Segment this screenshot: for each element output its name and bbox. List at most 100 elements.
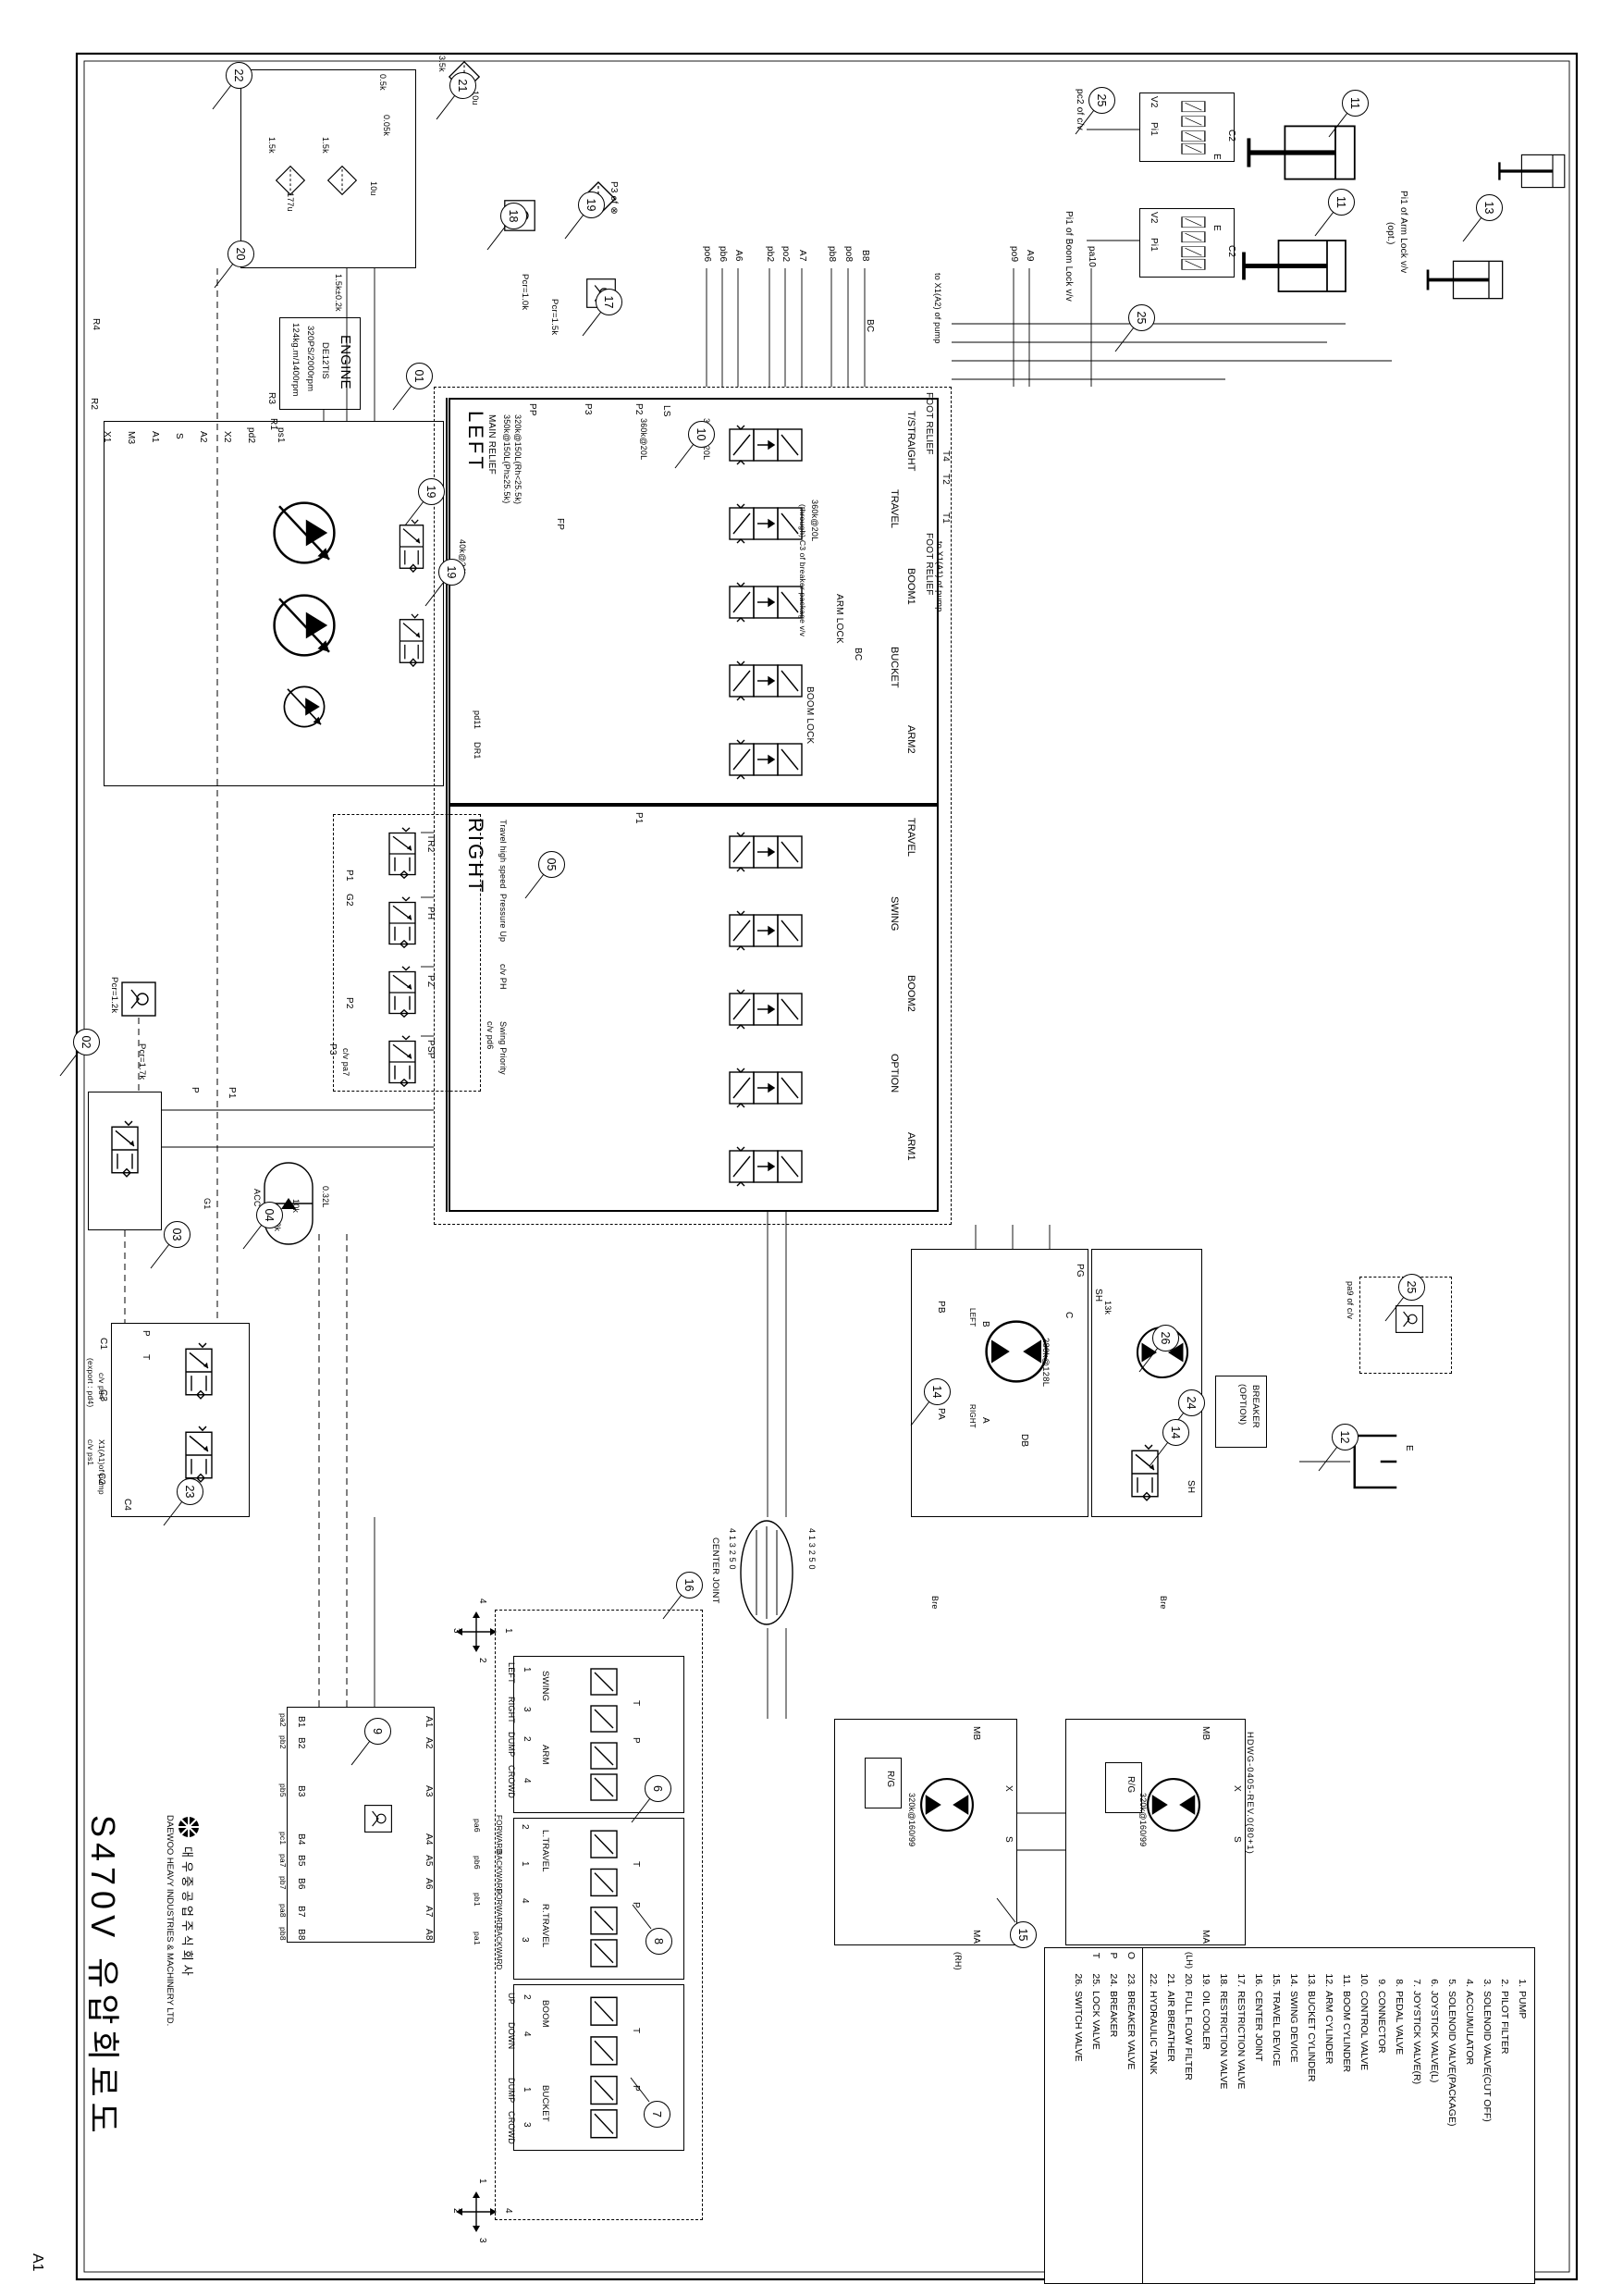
callout-19: 19 — [418, 478, 445, 505]
ann-p3: P3 — [327, 1043, 338, 1055]
cv-spool-arm2 — [717, 738, 809, 781]
ann-a: A — [980, 1417, 991, 1424]
ann-a6: A6 — [733, 250, 744, 262]
ann-po9: po9 — [1009, 246, 1020, 263]
ann-dr1: DR1 — [472, 742, 482, 759]
ann-up: UP — [506, 1993, 516, 2005]
ann-through-c3-of-breaker-package-v-v: (through) C3 of breaker package v/v — [797, 504, 807, 637]
travel-motor-1 — [918, 1776, 976, 1833]
legend-item-boom-cylinder: 11.BOOM CYLINDER — [1338, 1948, 1356, 2283]
callout-01: 01 — [406, 363, 433, 389]
legend-item-number: 19. — [1200, 1973, 1212, 1987]
ann-foot-relief: FOOT RELIEF — [924, 533, 935, 596]
pedal-spools — [583, 1827, 624, 1970]
legend-item-pedal-valve: 8.PEDAL VALVE — [1391, 1948, 1408, 2283]
ann-pp: PP — [527, 403, 538, 416]
legend-item-label: RESTRICTION VALVE — [1236, 1991, 1248, 2090]
ann-b7: B7 — [296, 1906, 307, 1918]
ann-breaker: BREAKER — [1250, 1385, 1261, 1428]
solenoid-cutoff-1 — [180, 1341, 217, 1402]
ann-pcr-1-5k: Pcr=1.5k — [549, 299, 560, 336]
ann-p: P — [631, 1737, 642, 1744]
callout-leader — [436, 94, 456, 120]
cv-section-travel: TRAVEL — [889, 489, 900, 528]
ann-124kg-m-1400rpm: 124kg.m/1400rpm — [290, 323, 301, 397]
ann-0-05k: 0.05k — [381, 115, 391, 137]
callout-leader — [150, 1243, 170, 1269]
legend-item-oil-cooler: 19. OIL COOLER — [1198, 1948, 1215, 2283]
ann-swing: SWING — [540, 1671, 551, 1702]
callout-20: 20 — [227, 241, 254, 267]
callout-leader — [59, 1051, 80, 1077]
callout-19: 19 — [578, 191, 605, 218]
ann-bc: BC — [865, 319, 876, 333]
callout-10: 10 — [688, 421, 715, 448]
ann-p1: P1 — [227, 1087, 238, 1099]
legend-item-label: HYDRAULIC TANK — [1148, 1991, 1160, 2075]
cv-spool-boom1 — [717, 581, 809, 623]
ann-right: RIGHT — [968, 1404, 977, 1428]
legend-item-switch-valve: 26.SWITCH VALVE — [1070, 1948, 1088, 2283]
ann-2: 2 — [451, 2208, 462, 2214]
ann-pb8: pb8 — [277, 1927, 288, 1941]
ann-pa6: pa6 — [472, 1819, 482, 1833]
cv-spool-t-straight — [717, 424, 809, 466]
ann-3: 3 — [477, 2238, 488, 2243]
ann-b6: B6 — [296, 1878, 307, 1890]
ann-psp: PSP — [425, 1040, 436, 1059]
ann-down: DOWN — [506, 2022, 516, 2050]
legend-item-control-valve: 10.CONTROL VALVE — [1356, 1948, 1373, 2283]
connector-check — [363, 1804, 393, 1833]
ann-a7: A7 — [797, 250, 808, 262]
ann-backward: BACKWARD — [495, 1850, 504, 1895]
ann-x: X — [1003, 1785, 1014, 1792]
ann-c2: C2 — [1226, 130, 1237, 142]
solenoid-cutoff-2 — [180, 1425, 217, 1486]
ann-x1: X1 — [102, 431, 113, 443]
title-block: 대우중공업주식회사 DAEWOO HEAVY INDUSTRIES & MACH… — [79, 1815, 225, 2218]
ann-backward: BACKWARD — [495, 1926, 504, 1970]
callout-21: 21 — [449, 72, 476, 99]
ann-c2: C2 — [1226, 245, 1237, 258]
legend-item-label: JOYSTICK VALVE(R) — [1411, 1991, 1423, 2085]
ann-s: S — [1003, 1836, 1014, 1843]
ann-pz: PZ — [425, 975, 436, 988]
sheet-size-label: A1 — [30, 2253, 45, 2272]
legend-item-number: 1. — [1517, 1979, 1529, 1987]
company-name-kr: 대우중공업주식회사 — [180, 1846, 195, 1980]
callout-02: 02 — [73, 1029, 100, 1055]
ann-360k-20l: 360k@20L — [809, 500, 819, 542]
ann-r2: R2 — [89, 398, 100, 411]
ann-to-x1-a2-of-pump: to X1(A2) of pump — [932, 273, 942, 344]
ann-pi1: Pi1 — [1149, 238, 1160, 253]
ann-pb: PB — [936, 1301, 947, 1314]
legend-item-number: 22. — [1148, 1973, 1160, 1987]
callout-7: 7 — [644, 2101, 670, 2128]
ann-a8: A8 — [424, 1929, 435, 1941]
ann-ph: PH — [425, 907, 436, 920]
legend-item-restriction-valve: 17.RESTRICTION VALVE — [1233, 1948, 1250, 2283]
callout-leader — [630, 2077, 650, 2103]
ann-320k-150l-rh-25-5k: 320k@150L(Rh<25.5k) — [512, 414, 523, 505]
ann-pb6: pb6 — [472, 1856, 482, 1870]
callout-25: 25 — [1398, 1274, 1425, 1301]
legend-item-number: 2. — [1499, 1979, 1511, 1987]
ann-pb2: pb2 — [277, 1735, 288, 1749]
ann-b: B — [980, 1321, 991, 1327]
legend-item-label: OIL COOLER — [1200, 1991, 1212, 2050]
callout-leader — [524, 873, 545, 899]
legend-item-hydraulic-tank: 22. HYDRAULIC TANK — [1145, 1948, 1162, 2283]
callout-leader — [486, 225, 507, 251]
ann-a6: A6 — [424, 1878, 435, 1890]
ann-a3: A3 — [424, 1785, 435, 1797]
legend-item-label: CONNECTOR — [1376, 1991, 1388, 2054]
arm-cylinder — [1494, 143, 1568, 199]
ann-0-32l: 0.32L — [320, 1186, 330, 1208]
ann-pd2: pd2 — [246, 427, 257, 444]
cv-section-boom1: BOOM1 — [905, 568, 916, 605]
ann-e: E — [1211, 154, 1223, 160]
callout-leader — [424, 581, 445, 607]
cv-spool-swing — [717, 909, 809, 952]
ann-pb6: pb6 — [718, 246, 729, 263]
